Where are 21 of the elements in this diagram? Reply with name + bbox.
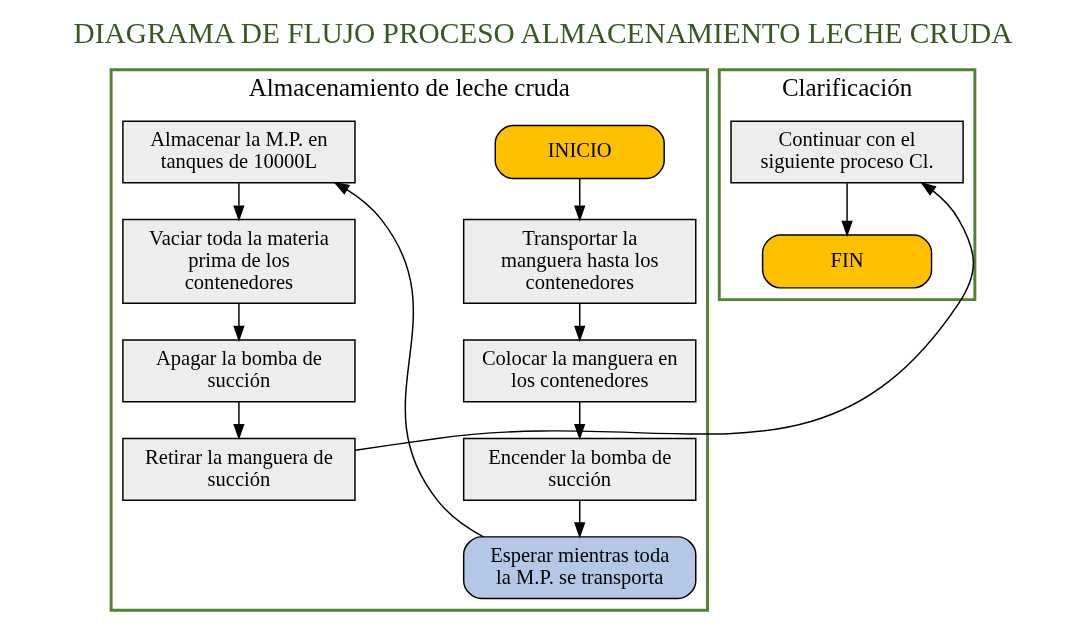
node-box: FIN: [761, 234, 933, 289]
arrow: [354, 181, 975, 451]
node-box: Vaciar toda la materia prima de los contenedores: [122, 218, 356, 305]
node-box: Continuar con el siguiente proceso Cl.: [730, 120, 964, 184]
arrow: [574, 303, 586, 342]
node-box: Apagar la bomba de succión: [122, 339, 356, 403]
node-box: Retirar la manguera de succión: [122, 437, 356, 501]
arrow: [574, 499, 586, 539]
node-box: Esperar mientras toda la M.P. se transporta: [462, 536, 697, 600]
arrow: [233, 401, 245, 441]
arrow: [841, 182, 853, 238]
diagram-title: DIAGRAMA DE FLUJO PROCESO ALMACENAMIENTO LECHE CRUDA: [73, 17, 1013, 50]
arrow: [233, 303, 245, 342]
node-box: Transportar la manguera hasta los contenedores: [462, 218, 697, 305]
node-box: INICIO: [494, 124, 665, 180]
arrow: [574, 177, 586, 222]
arrow: [333, 181, 485, 538]
node-box: Colocar la manguera en los contenedores: [462, 339, 697, 403]
arrow: [233, 182, 245, 222]
node-box: Almacenar la M.P. en tanques de 10000L: [122, 120, 356, 184]
node-box: Encender la bomba de succión: [462, 437, 697, 501]
